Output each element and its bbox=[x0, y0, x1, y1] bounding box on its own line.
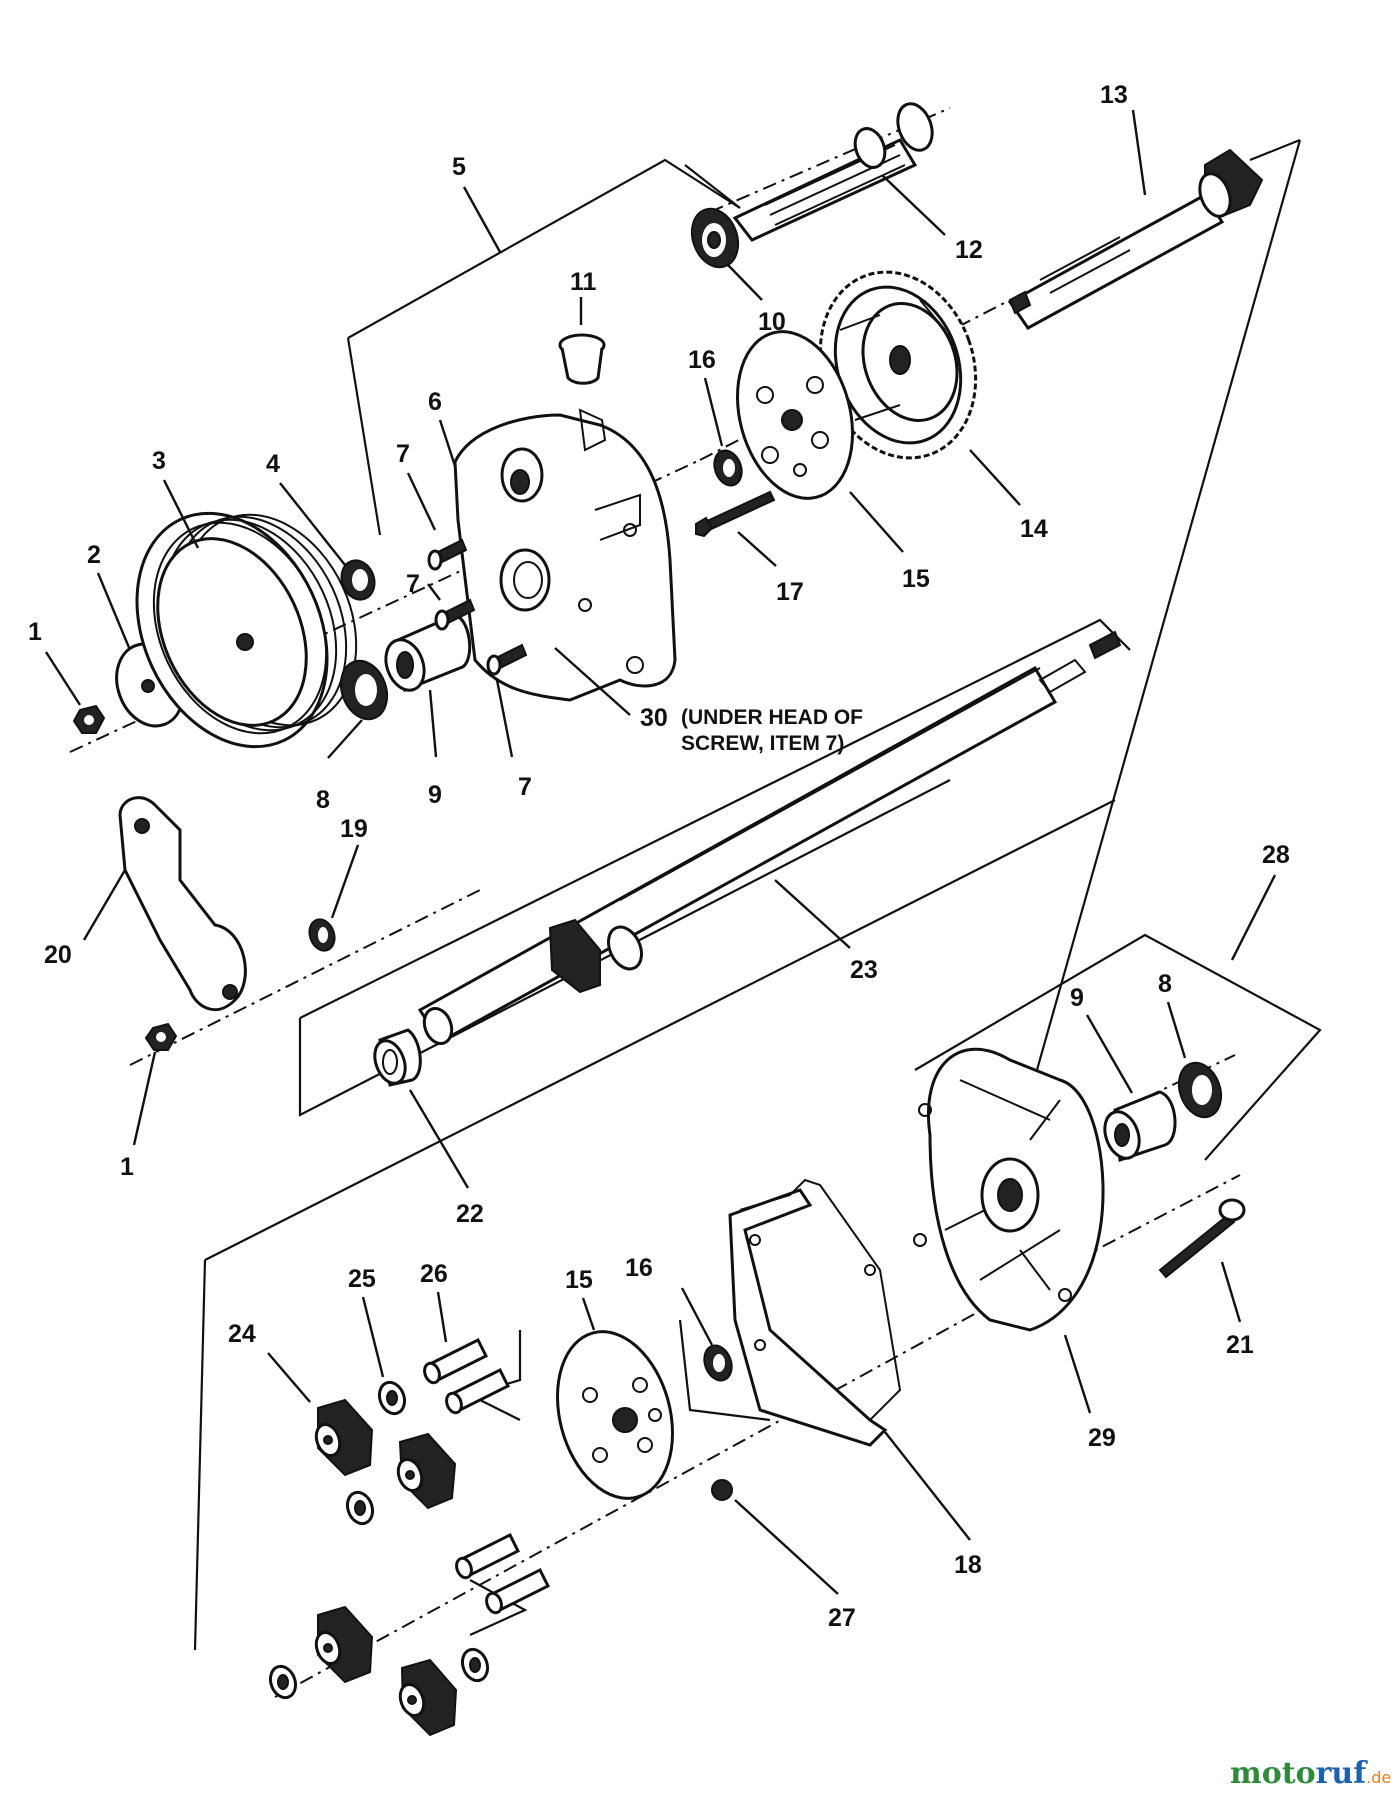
shaft-12 bbox=[732, 102, 934, 242]
screw-7-b bbox=[434, 598, 476, 631]
callout-label: 20 bbox=[44, 941, 72, 969]
callout-label: 13 bbox=[1100, 81, 1128, 109]
callout-label: 17 bbox=[776, 578, 804, 606]
callout-label: 22 bbox=[456, 1200, 484, 1228]
gear-24-b bbox=[396, 1432, 457, 1510]
callout-labels: 1 2 3 4 5 6 7 7 7 8 9 10 11 12 13 14 15 … bbox=[28, 81, 1290, 1632]
svg-text:motoruf.de: motoruf.de bbox=[1230, 1756, 1391, 1791]
washer-25-d bbox=[460, 1647, 490, 1683]
ball-27 bbox=[711, 1479, 733, 1501]
shaft-23 bbox=[417, 630, 1122, 1045]
bushing-9-lower bbox=[1103, 1090, 1177, 1163]
pin-26-c bbox=[455, 1532, 521, 1580]
callout-label: 19 bbox=[340, 815, 368, 843]
callout-label: 15 bbox=[902, 565, 930, 593]
callout-label: 2 bbox=[87, 541, 101, 569]
shaft-13 bbox=[1007, 148, 1264, 330]
watermark-part-2: ruf bbox=[1316, 1756, 1369, 1791]
item-30-note: 30 (UNDER HEAD OF SCREW, ITEM 7) bbox=[554, 647, 863, 755]
callout-label: 21 bbox=[1226, 1331, 1254, 1359]
callout-label: 7 bbox=[406, 570, 420, 598]
bearing-8-lower bbox=[1177, 1061, 1223, 1119]
bearing-10 bbox=[690, 207, 740, 269]
callout-label: 16 bbox=[688, 346, 716, 374]
callout-label: 26 bbox=[420, 1260, 448, 1288]
pin-26-a bbox=[423, 1337, 489, 1385]
callout-label: 11 bbox=[570, 268, 597, 296]
callout-label: 6 bbox=[428, 388, 442, 416]
washer-19 bbox=[308, 918, 336, 952]
callout-label: 25 bbox=[348, 1265, 376, 1293]
callout-label: 10 bbox=[758, 308, 786, 336]
callout-label: 12 bbox=[955, 236, 983, 264]
note-line-2: SCREW, ITEM 7) bbox=[681, 732, 844, 755]
watermark-part-1: moto bbox=[1230, 1756, 1316, 1791]
pin-26-d bbox=[485, 1567, 551, 1615]
washer-25-c bbox=[268, 1664, 298, 1700]
washer-16-lower bbox=[703, 1344, 733, 1382]
callout-label: 14 bbox=[1020, 515, 1048, 543]
callout-label: 9 bbox=[1070, 984, 1084, 1012]
callout-label: 7 bbox=[518, 773, 532, 801]
screw-7-c bbox=[486, 643, 528, 676]
bushing-9-top bbox=[384, 613, 472, 693]
callout-label: 5 bbox=[452, 153, 466, 181]
carrier-plate-15-lower bbox=[555, 1330, 675, 1500]
bearing-8-top bbox=[339, 659, 389, 721]
gear-24-d bbox=[398, 1658, 458, 1737]
watermark-logo: motoruf.de bbox=[1230, 1756, 1391, 1791]
bolt-17 bbox=[695, 490, 776, 538]
bushing-22 bbox=[373, 1028, 422, 1087]
assembly-brackets bbox=[193, 138, 1322, 1651]
callout-label: 23 bbox=[850, 956, 878, 984]
pulley-3 bbox=[135, 511, 358, 749]
screw-7-a bbox=[427, 538, 468, 571]
callout-label: 24 bbox=[228, 1320, 256, 1348]
callout-label: 9 bbox=[428, 781, 442, 809]
plug-11 bbox=[558, 333, 606, 385]
callout-label: 3 bbox=[152, 447, 166, 475]
washer-25-b bbox=[345, 1490, 375, 1526]
callout-label: 1 bbox=[120, 1153, 134, 1181]
note-number: 30 bbox=[640, 704, 668, 732]
callout-label: 4 bbox=[266, 450, 280, 478]
callout-label: 1 bbox=[28, 618, 42, 646]
callout-label: 27 bbox=[828, 1604, 856, 1632]
callout-label: 29 bbox=[1088, 1424, 1116, 1452]
pin-26-b bbox=[445, 1367, 511, 1415]
washer-4 bbox=[340, 559, 376, 601]
callout-label: 7 bbox=[396, 440, 410, 468]
carrier-plate-15-top bbox=[735, 330, 855, 500]
bolt-21 bbox=[1158, 1198, 1246, 1279]
gear-14 bbox=[818, 270, 978, 460]
housing-lower-29 bbox=[913, 1047, 1105, 1332]
gear-24-c bbox=[314, 1605, 374, 1684]
callout-label: 15 bbox=[565, 1266, 593, 1294]
callout-label: 28 bbox=[1262, 841, 1290, 869]
nut-1-lower bbox=[144, 1022, 178, 1051]
gasket-18 bbox=[728, 1178, 902, 1447]
arm-bracket-20 bbox=[118, 796, 247, 1012]
note-line-1: (UNDER HEAD OF bbox=[681, 706, 863, 729]
leader-lines bbox=[44, 109, 1277, 1595]
callout-label: 18 bbox=[954, 1551, 982, 1579]
nut-1-top bbox=[72, 704, 106, 734]
callout-label: 16 bbox=[625, 1254, 653, 1282]
gear-24-a bbox=[314, 1398, 374, 1477]
watermark-part-3: .de bbox=[1366, 1768, 1391, 1787]
callout-label: 8 bbox=[1158, 970, 1172, 998]
housing-cover bbox=[453, 408, 677, 702]
callout-label: 8 bbox=[316, 786, 330, 814]
washer-16-top bbox=[713, 449, 743, 487]
washer-25-a bbox=[377, 1380, 407, 1416]
